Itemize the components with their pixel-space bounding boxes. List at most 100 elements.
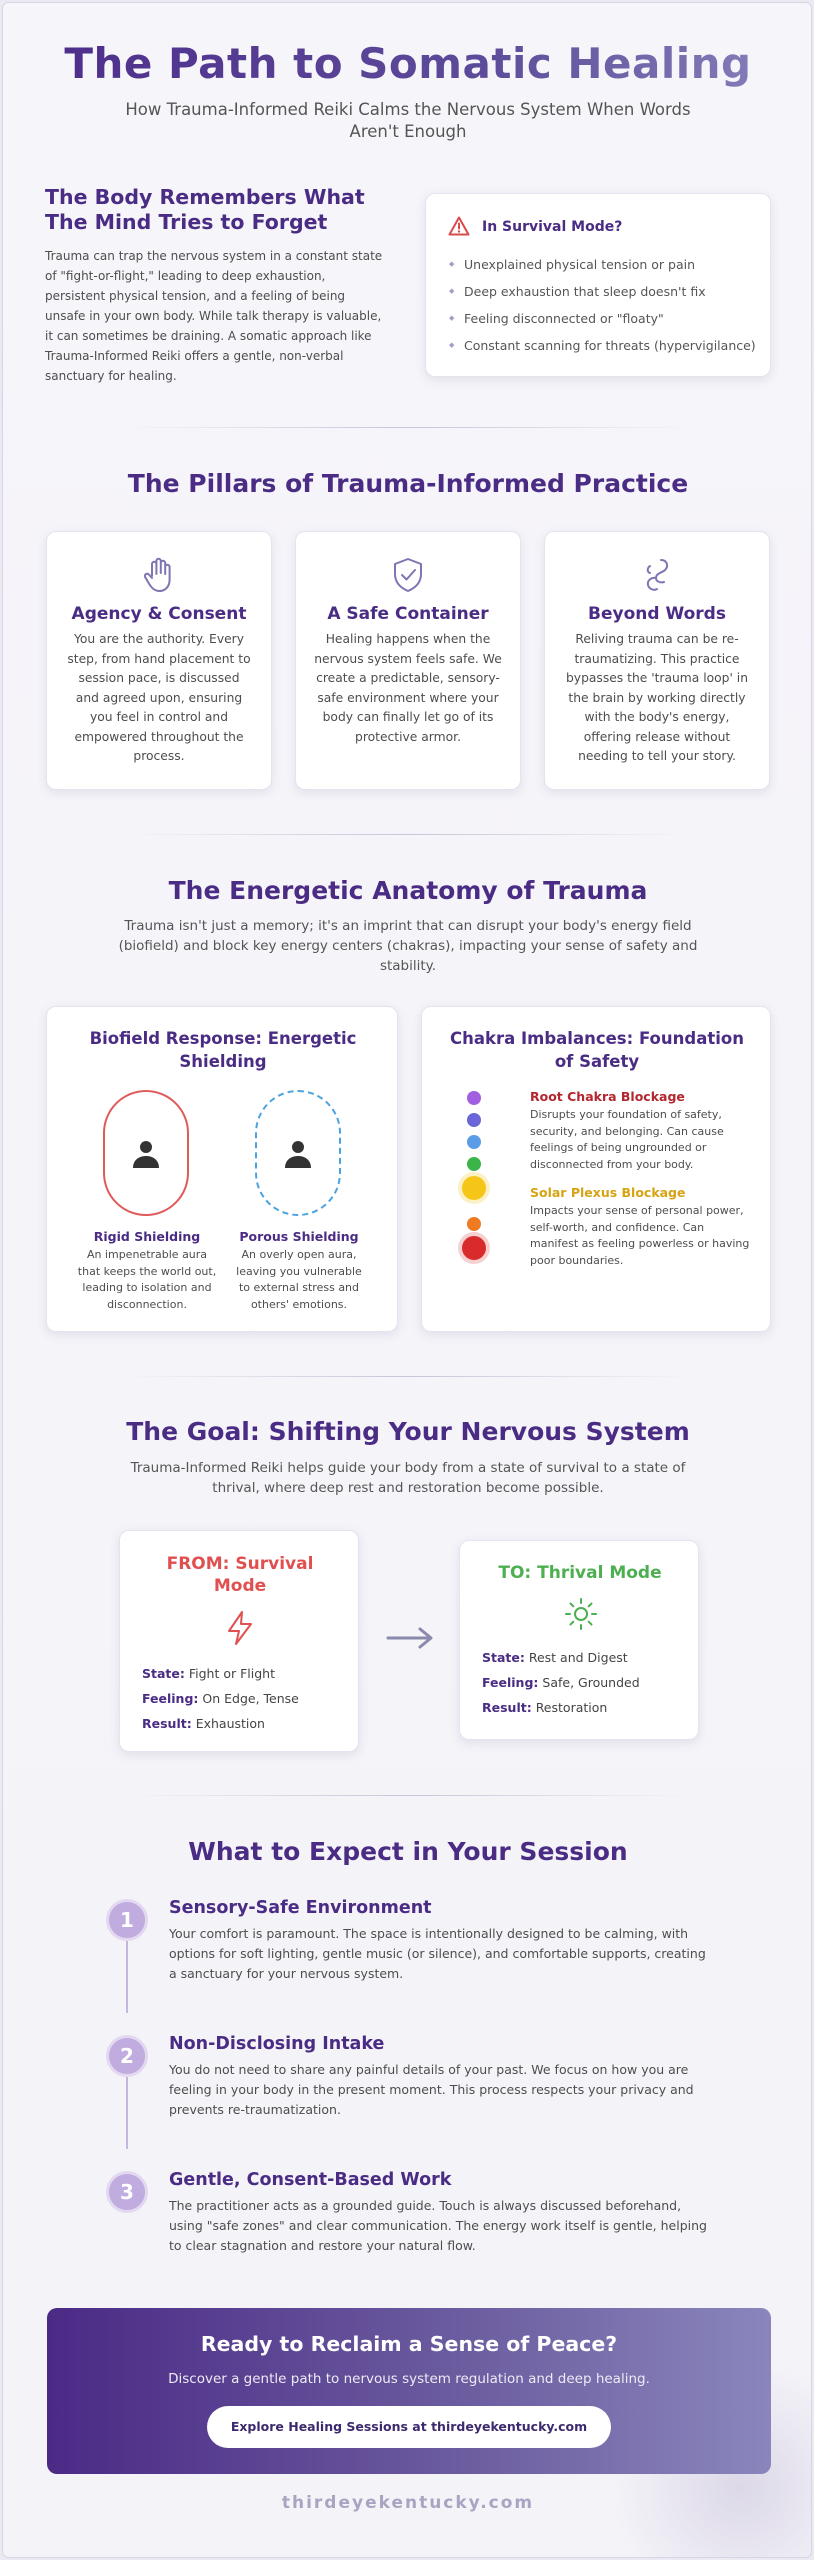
warning-triangle-icon (448, 216, 470, 240)
step-number: 1 (106, 1899, 148, 1941)
result-value: Exhaustion (195, 1716, 265, 1731)
survival-symptom-list: Unexplained physical tension or pain Dee… (446, 251, 766, 359)
person-icon (130, 1138, 162, 1174)
solar-blockage-text: Impacts your sense of personal power, se… (530, 1204, 750, 1267)
chakra-title: Chakra Imbalances: Foundation of Safety (450, 1029, 744, 1071)
step-title: Non-Disclosing Intake (169, 2034, 385, 2054)
section-divider (123, 1795, 693, 1796)
list-item: Unexplained physical tension or pain (446, 251, 766, 278)
state-row: State: Rest and Digest (482, 1645, 640, 1670)
result-label: Result: (142, 1716, 192, 1731)
chakra-card: Chakra Imbalances: Foundation of Safety … (421, 1006, 771, 1332)
pillar-text: Reliving trauma can be re-traumatizing. … (566, 632, 748, 763)
step-text: The practitioner acts as a grounded guid… (169, 2198, 707, 2253)
survival-mode-card: In Survival Mode? Unexplained physical t… (425, 193, 771, 377)
porous-label: Porous Shielding (239, 1229, 359, 1244)
root-blockage-title: Root Chakra Blockage (530, 1089, 685, 1104)
list-item: Deep exhaustion that sleep doesn't fix (446, 278, 766, 305)
cta-subtitle: Discover a gentle path to nervous system… (168, 2371, 650, 2387)
solar-plexus-chakra-dot (462, 1176, 486, 1200)
intro-body: Trauma can trap the nervous system in a … (45, 249, 383, 383)
sacral-chakra-dot (467, 1217, 481, 1231)
throat-chakra-dot (467, 1135, 481, 1149)
root-chakra-dot (462, 1236, 486, 1260)
step-number: 2 (106, 2035, 148, 2077)
anatomy-title: The Energetic Anatomy of Trauma (168, 876, 648, 905)
third-eye-chakra-dot (467, 1113, 481, 1127)
state-value: Fight or Flight (188, 1666, 275, 1681)
goal-subtitle: Trauma-Informed Reiki helps guide your b… (130, 1460, 686, 1496)
to-card-details: State: Rest and Digest Feeling: Safe, Gr… (482, 1645, 640, 1720)
shield-check-icon (296, 556, 520, 594)
feeling-value: Safe, Grounded (542, 1675, 640, 1690)
feeling-value: On Edge, Tense (202, 1691, 299, 1706)
step-connector (126, 1941, 128, 2013)
cta-banner: Ready to Reclaim a Sense of Peace? Disco… (47, 2308, 771, 2474)
biofield-card: Biofield Response: Energetic Shielding R… (46, 1006, 398, 1332)
feeling-label: Feeling: (142, 1691, 199, 1706)
step-text: You do not need to share any painful det… (169, 2062, 694, 2117)
section-divider (123, 427, 693, 428)
to-thrival-card: TO: Thrival Mode State: Rest and Digest … (459, 1540, 699, 1740)
person-icon (282, 1138, 314, 1174)
feeling-label: Feeling: (482, 1675, 539, 1690)
feeling-row: Feeling: Safe, Grounded (482, 1670, 640, 1695)
from-card-details: State: Fight or Flight Feeling: On Edge,… (142, 1661, 299, 1736)
goal-title: The Goal: Shifting Your Nervous System (126, 1417, 690, 1446)
porous-aura (255, 1090, 341, 1216)
state-row: State: Fight or Flight (142, 1661, 299, 1686)
step-connector (126, 2077, 128, 2149)
state-value: Rest and Digest (528, 1650, 628, 1665)
step-title: Gentle, Consent-Based Work (169, 2170, 452, 2190)
anatomy-subtitle: Trauma isn't just a memory; it's an impr… (118, 918, 698, 974)
pillar-card-beyond-words: Beyond Words Reliving trauma can be re-t… (544, 531, 770, 790)
from-card-title: FROM: Survival Mode (166, 1554, 314, 1596)
result-label: Result: (482, 1700, 532, 1715)
state-label: State: (142, 1666, 185, 1681)
footer-site-link[interactable]: thirdeyekentucky.com (281, 2493, 535, 2513)
brain-loop-icon (545, 556, 769, 594)
list-item: Feeling disconnected or "floaty" (446, 305, 766, 332)
section-divider (123, 834, 693, 835)
expect-title: What to Expect in Your Session (188, 1837, 628, 1866)
cta-title: Ready to Reclaim a Sense of Peace? (200, 2332, 618, 2356)
result-row: Result: Exhaustion (142, 1711, 299, 1736)
biofield-title: Biofield Response: Energetic Shielding (89, 1029, 357, 1071)
solar-blockage-title: Solar Plexus Blockage (530, 1185, 686, 1200)
from-survival-card: FROM: Survival Mode State: Fight or Flig… (119, 1530, 359, 1752)
page-subtitle: How Trauma-Informed Reiki Calms the Nerv… (125, 100, 691, 141)
explore-sessions-button[interactable]: Explore Healing Sessions at thirdeyekent… (207, 2406, 611, 2448)
root-blockage-text: Disrupts your foundation of safety, secu… (530, 1108, 724, 1171)
result-value: Restoration (535, 1700, 608, 1715)
pillar-text: Healing happens when the nervous system … (314, 632, 502, 744)
list-item: Constant scanning for threats (hypervigi… (446, 332, 766, 359)
crown-chakra-dot (467, 1091, 481, 1105)
pillar-title: A Safe Container (327, 604, 489, 624)
rigid-text: An impenetrable aura that keeps the worl… (77, 1248, 217, 1311)
pillar-title: Agency & Consent (71, 604, 247, 624)
pillars-title: The Pillars of Trauma-Informed Practice (127, 469, 689, 498)
rigid-label: Rigid Shielding (93, 1229, 201, 1244)
step-title: Sensory-Safe Environment (169, 1898, 432, 1918)
pillar-card-agency: Agency & Consent You are the authority. … (46, 531, 272, 790)
intro-heading: The Body Remembers What The Mind Tries t… (45, 185, 365, 234)
arrow-right-icon (386, 1625, 434, 1655)
step-number: 3 (106, 2171, 148, 2213)
porous-text: An overly open aura, leaving you vulnera… (236, 1248, 362, 1311)
feeling-row: Feeling: On Edge, Tense (142, 1686, 299, 1711)
result-row: Result: Restoration (482, 1695, 640, 1720)
sun-icon (564, 1597, 598, 1635)
page-title: The Path to Somatic Healing (3, 39, 811, 88)
lightning-icon (224, 1610, 256, 1650)
step-text: Your comfort is paramount. The space is … (169, 1926, 706, 1981)
pillar-card-safe-container: A Safe Container Healing happens when th… (295, 531, 521, 790)
state-label: State: (482, 1650, 525, 1665)
hand-icon (47, 556, 271, 594)
section-divider (123, 1376, 693, 1377)
rigid-aura (103, 1090, 189, 1216)
survival-card-title: In Survival Mode? (482, 219, 623, 235)
heart-chakra-dot (467, 1157, 481, 1171)
pillar-text: You are the authority. Every step, from … (67, 632, 251, 763)
pillar-title: Beyond Words (588, 604, 726, 624)
